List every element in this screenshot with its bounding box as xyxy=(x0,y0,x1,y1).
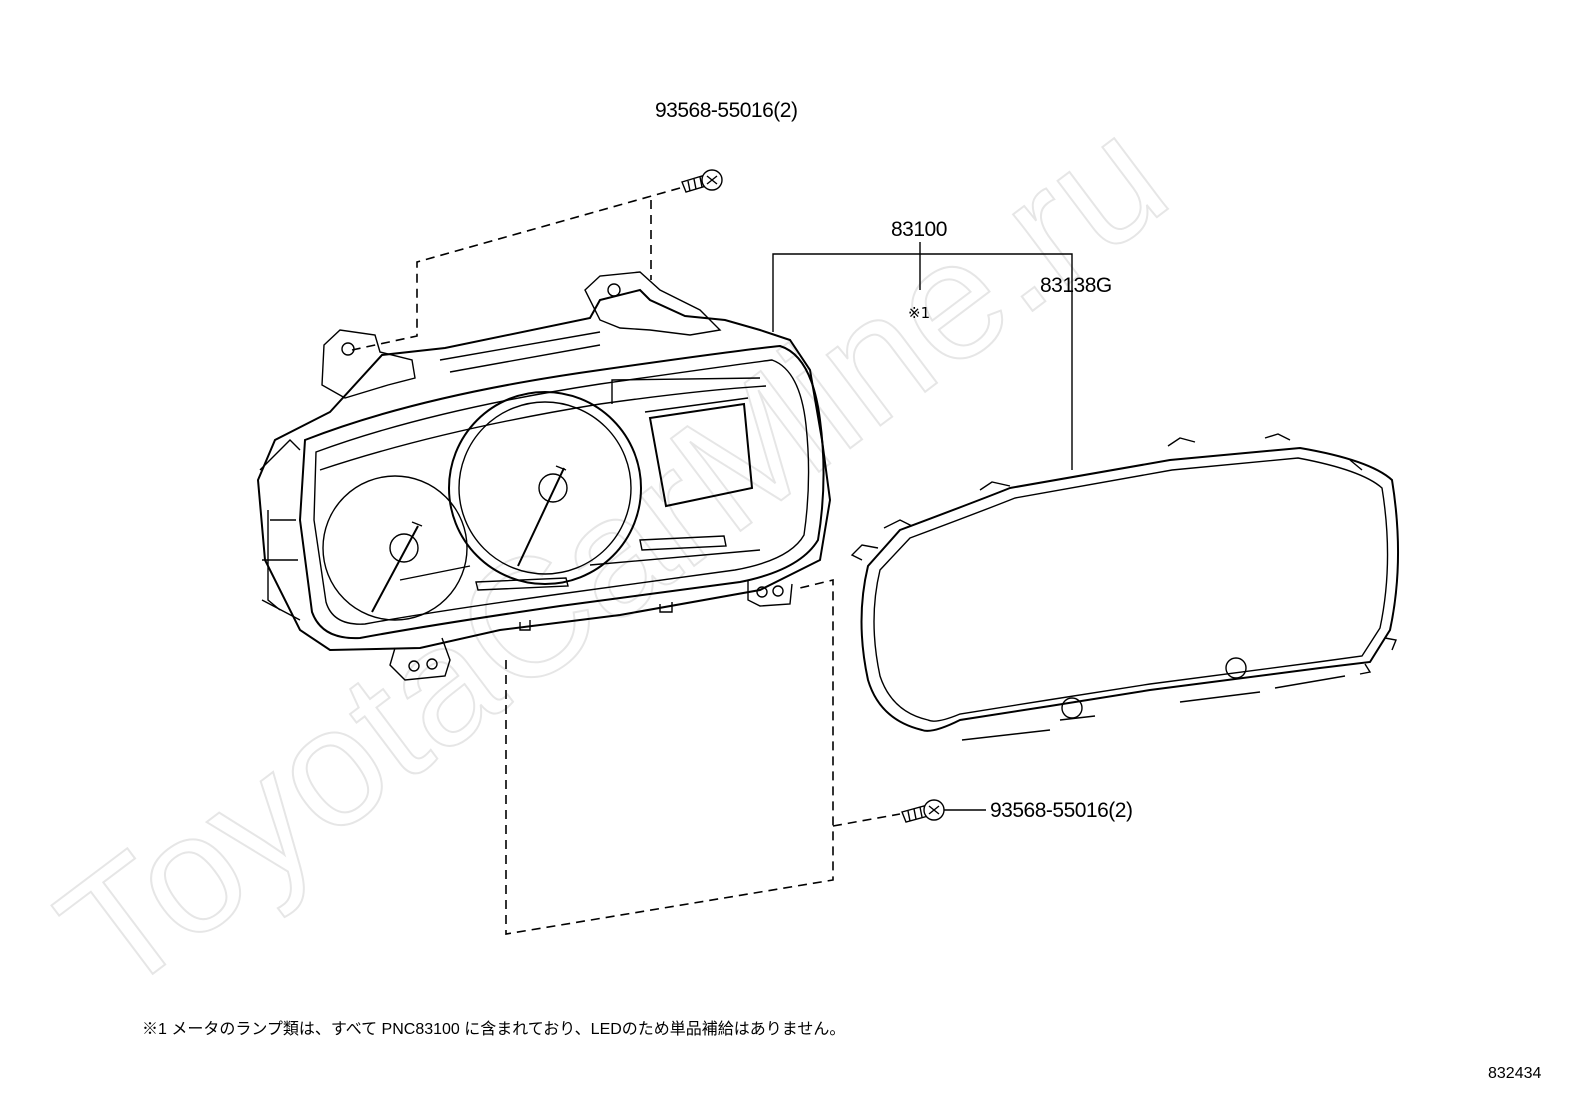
watermark-text: ToyotaCarMine.ru xyxy=(27,81,1199,1029)
callout-cover-glass: 83138G xyxy=(1040,274,1112,297)
callout-screw-bottom: 93568-55016(2) xyxy=(990,799,1132,822)
meter-assembly-drawing xyxy=(256,271,832,681)
screw-bottom-drawing xyxy=(901,799,945,823)
screw-top-drawing xyxy=(681,169,723,193)
cover-glass-drawing xyxy=(850,433,1400,741)
leader-lines xyxy=(772,242,1073,811)
footnote-text: ※1 メータのランプ類は、すべて PNC83100 に含まれており、LEDのため… xyxy=(142,1020,845,1038)
callout-screw-top: 93568-55016(2) xyxy=(655,99,797,122)
callout-meter-assy: 83100 xyxy=(891,218,947,241)
figure-number: 832434 xyxy=(1488,1065,1541,1082)
assembly-lines xyxy=(351,187,901,935)
callout-note-ref: ※1 xyxy=(908,304,930,322)
